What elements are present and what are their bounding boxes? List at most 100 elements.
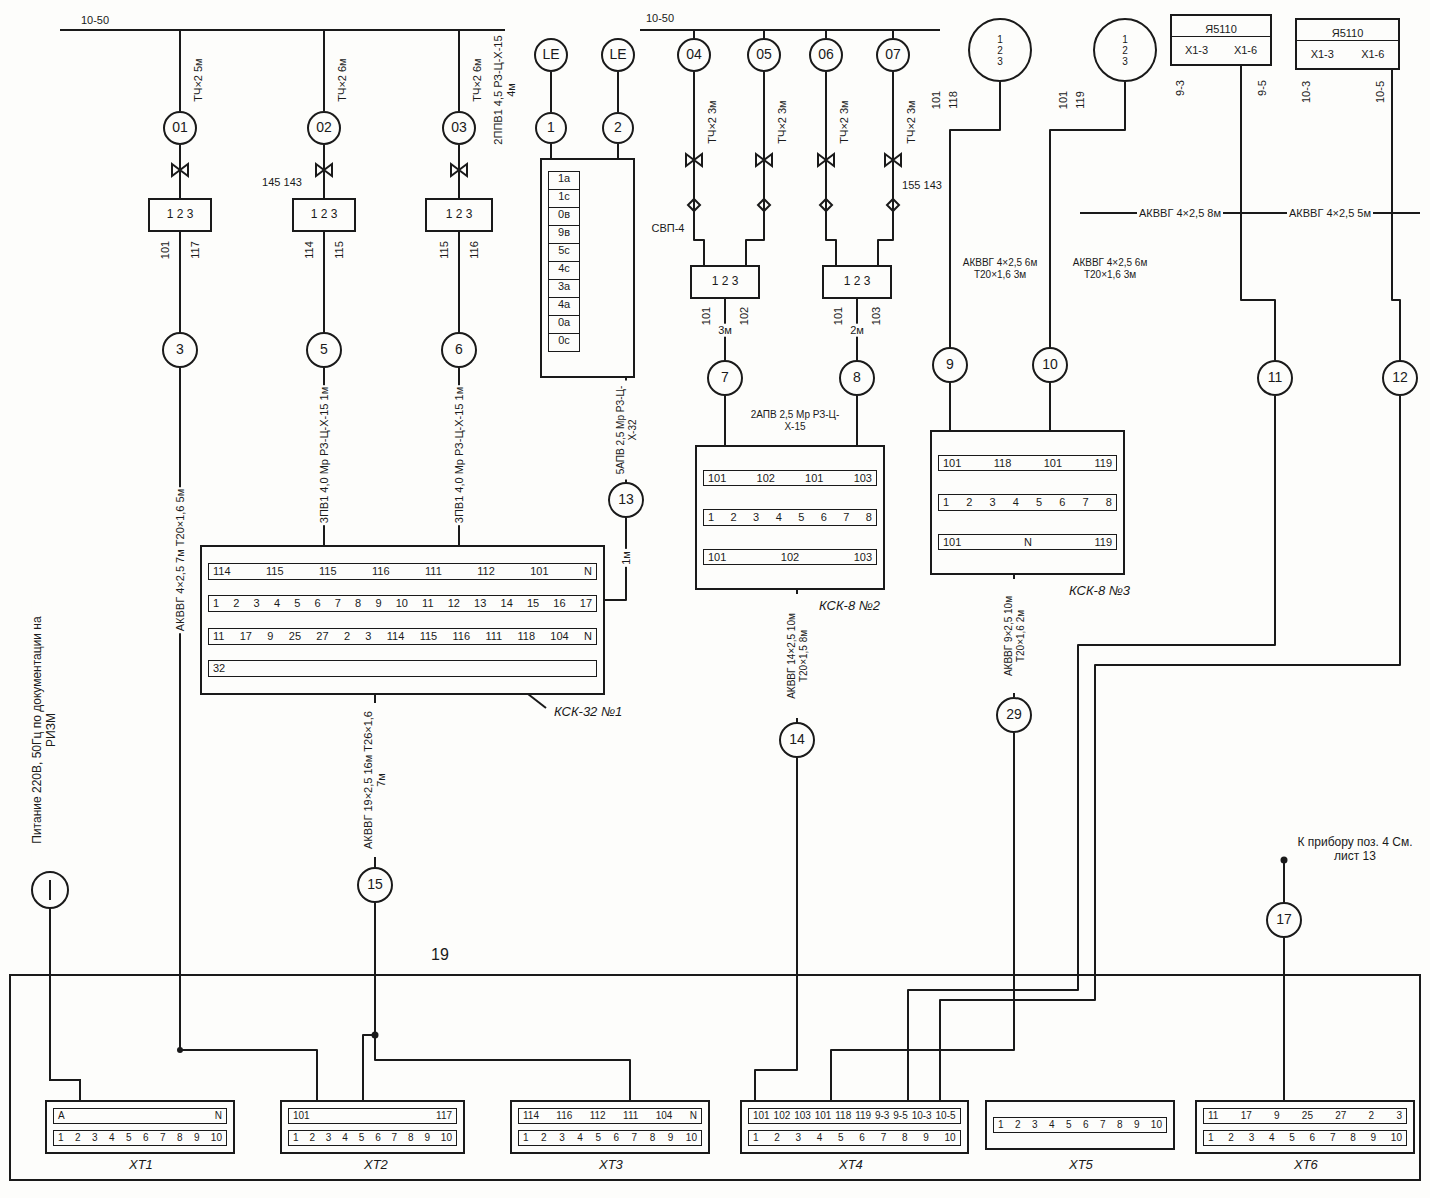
box-text: 8 xyxy=(853,370,861,385)
box-text: LE xyxy=(542,47,559,62)
box-text: 1 2 3 4 5 6 7 8 9 10 xyxy=(288,1130,457,1146)
cable-marker: 10 xyxy=(1032,347,1068,383)
cable-spec: АКВВГ 19×2,5 16м Т26×1,6 7м xyxy=(362,703,387,857)
box-text: 101 N 119 xyxy=(938,534,1117,551)
box-text: 1 2 3 xyxy=(167,208,194,222)
pipe-line xyxy=(323,30,325,111)
cable-marker: 12 xyxy=(1382,360,1418,396)
annotation: ТЧ×2 3м xyxy=(838,98,851,145)
box-text: 9в xyxy=(548,225,580,244)
box-text: 0с xyxy=(548,333,580,352)
box-text: Х1-3 xyxy=(1297,48,1348,61)
box-text: 0в xyxy=(548,207,580,226)
box-text: 14 xyxy=(789,732,805,747)
box-text: 2 xyxy=(1122,45,1128,56)
cable-line xyxy=(363,903,375,1100)
cable-marker: 29 xyxy=(996,697,1032,733)
box-text: 1 2 3 4 5 6 7 8 9 10 xyxy=(518,1130,702,1146)
box-text: 1 2 3 4 5 6 7 8 9 10 xyxy=(748,1130,961,1146)
box-text: 114 115 115 116 111 112 101 N xyxy=(208,563,597,580)
cable-marker: 07 xyxy=(876,38,910,72)
circle-shape xyxy=(1383,361,1417,395)
box-text: 1 2 3 4 5 6 7 8 xyxy=(703,509,877,526)
box-text: 15 xyxy=(367,877,383,892)
box-text: 12 xyxy=(1392,370,1408,385)
cable-line xyxy=(179,232,181,332)
circle-shape xyxy=(1267,903,1301,937)
box-text: 11 17 9 25 27 2 3 xyxy=(1203,1108,1407,1124)
annotation: 101 xyxy=(159,239,172,261)
circle-shape xyxy=(877,39,909,71)
pipe-line xyxy=(763,30,765,38)
cable-spec: 5АПВ 2,5 Мр РЗ-Ц-Х-32 xyxy=(615,381,638,480)
box-text: 1 2 3 xyxy=(844,275,871,289)
box-text: 4а xyxy=(548,297,580,316)
box-text: 4с xyxy=(548,261,580,280)
circle-shape xyxy=(442,333,476,367)
cable-marker: 02 xyxy=(307,111,341,145)
annotation: 117 xyxy=(189,239,202,261)
circle-shape xyxy=(748,39,780,71)
annotation: 115 xyxy=(438,239,451,261)
annotation: 101 xyxy=(1057,89,1070,111)
junction-box: 1 2 3 xyxy=(425,198,493,232)
connectors xyxy=(180,66,1400,1100)
circle-shape xyxy=(840,361,874,395)
box-text: 3а xyxy=(548,279,580,298)
cable-line xyxy=(826,72,836,265)
annotation: 101 xyxy=(700,305,713,327)
header-line xyxy=(60,29,505,31)
annotation: АКВВГ 4×2,5 6м Т20×1,6 3м xyxy=(954,257,1046,280)
box-text: 3 xyxy=(1122,56,1128,67)
cable-spec: 1м xyxy=(620,549,633,567)
cable-line xyxy=(1283,938,1285,1100)
annotation: ТЧ×2 3м xyxy=(776,98,789,145)
terminal-cabinet: КСК-8 №3101 118 101 1191 2 3 4 5 6 7 810… xyxy=(930,430,1125,575)
cable-line xyxy=(950,82,1000,347)
cable-line xyxy=(323,145,325,198)
header-line xyxy=(640,29,940,31)
box-text: 101 118 101 119 xyxy=(938,455,1117,472)
cable-marker: 6 xyxy=(441,332,477,368)
circle-shape xyxy=(603,113,633,143)
cable-spec: 2м xyxy=(848,324,866,337)
cable-line xyxy=(856,396,858,445)
cable-line xyxy=(949,383,951,430)
circle-shape xyxy=(1258,361,1292,395)
box-text: 3 xyxy=(997,56,1003,67)
device-box: Я5110Х1-3Х1-6 xyxy=(1295,18,1400,70)
level-sensor-marker: LE xyxy=(601,38,635,72)
annotation: 19 xyxy=(429,946,451,964)
box-text: 1 2 3 4 5 6 7 8 9 10 xyxy=(53,1130,227,1146)
terminal-strip: А N1 2 3 4 5 6 7 8 9 10XT1 xyxy=(45,1100,235,1154)
box-text: Я5110 xyxy=(1172,23,1270,37)
terminal-strip: 11 17 9 25 27 2 31 2 3 4 5 6 7 8 9 10XT6 xyxy=(1195,1100,1415,1154)
circle-shape xyxy=(164,112,196,144)
circle-shape xyxy=(1033,348,1067,382)
cable-line xyxy=(323,232,325,332)
connector-socket: 123 xyxy=(1093,18,1157,82)
annotation: 103 xyxy=(870,305,883,327)
box-text: 101 102 103 101 118 119 9-3 9-5 10-3 10-… xyxy=(748,1108,961,1124)
box-text: 9 xyxy=(946,357,954,372)
annotation: АКВВГ 4×2,5 8м xyxy=(1137,207,1223,220)
power-cable xyxy=(50,908,80,1100)
box-text: 0а xyxy=(548,315,580,334)
cable-line xyxy=(180,368,317,1100)
circle-shape xyxy=(609,483,643,517)
circle-shape xyxy=(163,333,197,367)
annotation: 116 xyxy=(468,239,481,261)
box-text: А N xyxy=(53,1108,227,1124)
junction-dots xyxy=(177,857,1288,1054)
annotation: 10-3 xyxy=(1300,79,1313,105)
terminal-cabinet: КСК-8 №2101 102 101 1031 2 3 4 5 6 7 810… xyxy=(695,445,885,590)
cable-line xyxy=(179,145,181,198)
terminal-strip: 101 102 103 101 118 119 9-3 9-5 10-3 10-… xyxy=(740,1100,969,1154)
circle-shape xyxy=(933,348,967,382)
power-marker-bar xyxy=(49,880,51,900)
cable-marker: 2 xyxy=(602,112,634,144)
box-heading: XT2 xyxy=(362,1158,390,1173)
box-text: 1 2 3 4 5 6 7 8 9 10 xyxy=(1203,1130,1407,1146)
terminal-strip: 1 2 3 4 5 6 7 8 9 10XT5 xyxy=(985,1100,1175,1150)
circle-shape xyxy=(535,39,567,71)
